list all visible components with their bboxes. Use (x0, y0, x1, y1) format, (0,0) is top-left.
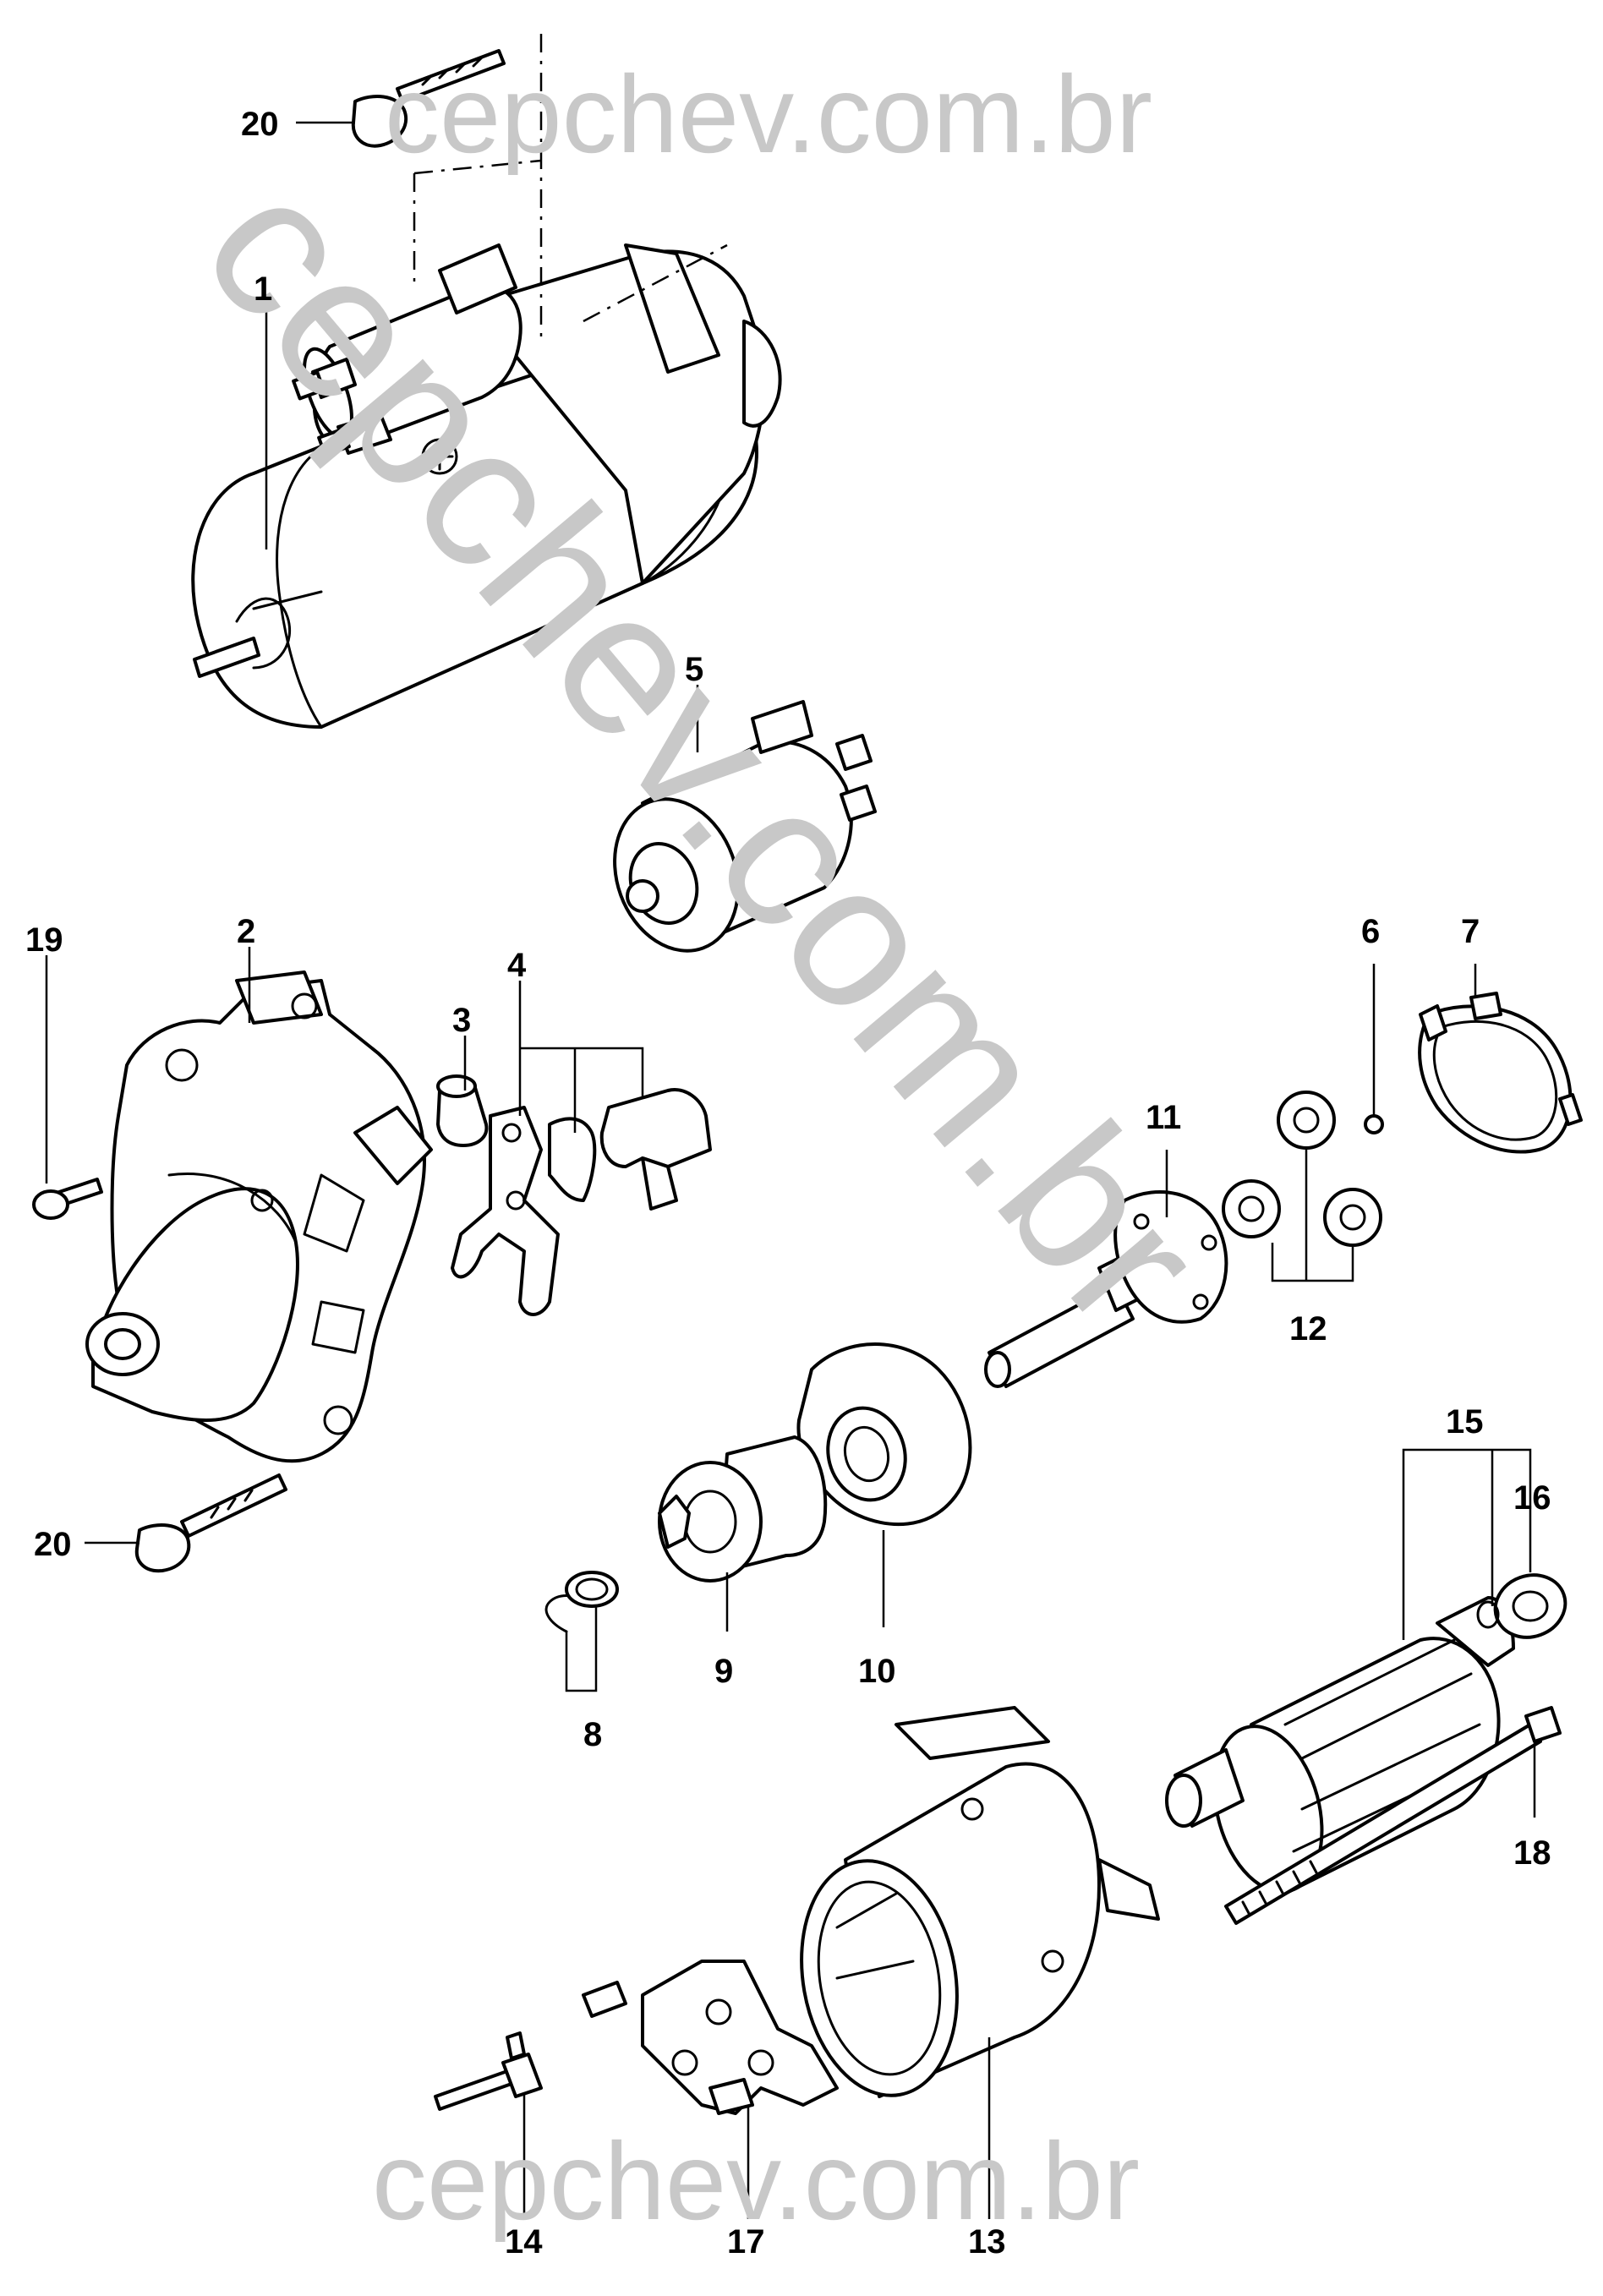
callout-9: 9 (714, 1653, 733, 1690)
plunger-bushing (436, 1074, 489, 1147)
bearing (1476, 1573, 1567, 1639)
callout-20-top: 20 (241, 106, 279, 143)
snap-ring-collar (544, 1571, 619, 1633)
callout-19: 19 (25, 921, 63, 959)
callout-8: 8 (583, 1716, 602, 1753)
callout-10: 10 (858, 1653, 896, 1690)
leader-lines (45, 121, 1536, 2219)
brush-holder (582, 1960, 839, 2115)
starter-motor-assembly (191, 34, 782, 729)
watermark-top: cepchev.com.br (385, 52, 1152, 176)
field-yoke (800, 1706, 1160, 2098)
screw (32, 1178, 103, 1220)
mounting-bolt (134, 1473, 287, 1573)
callout-17: 17 (727, 2223, 765, 2260)
callout-15: 15 (1446, 1403, 1484, 1440)
callout-14: 14 (505, 2223, 543, 2260)
armature (1165, 1596, 1515, 1895)
callout-11: 11 (1146, 1099, 1181, 1136)
callout-16: 16 (1513, 1479, 1551, 1517)
callout-18: 18 (1513, 1834, 1551, 1872)
callout-2: 2 (237, 913, 255, 950)
callout-12: 12 (1289, 1310, 1327, 1348)
ball-and-ring-gear (1364, 992, 1583, 1154)
shift-lever (451, 1088, 712, 1316)
watermark-bottom: cepchev.com.br (372, 2119, 1140, 2243)
retaining-clip (434, 2031, 543, 2111)
callout-13: 13 (968, 2223, 1006, 2260)
callout-6: 6 (1361, 913, 1380, 950)
callout-7: 7 (1461, 913, 1480, 950)
callout-20-bottom: 20 (34, 1526, 72, 1563)
callout-3: 3 (452, 1002, 471, 1039)
pinion-drive (658, 1435, 828, 1583)
callout-4: 4 (507, 947, 527, 984)
intermediate-bearing (796, 1342, 972, 1527)
planet-carrier-shaft (984, 1190, 1228, 1388)
through-bolt (1224, 1706, 1562, 1925)
planet-gears (1222, 1091, 1382, 1247)
callout-labels: 1 2 3 4 5 6 7 8 9 10 11 12 13 14 15 16 1… (25, 106, 1551, 2260)
solenoid-switch (613, 700, 877, 953)
callout-1: 1 (254, 271, 272, 308)
drive-end-housing (85, 970, 433, 1463)
callout-5: 5 (685, 651, 703, 688)
